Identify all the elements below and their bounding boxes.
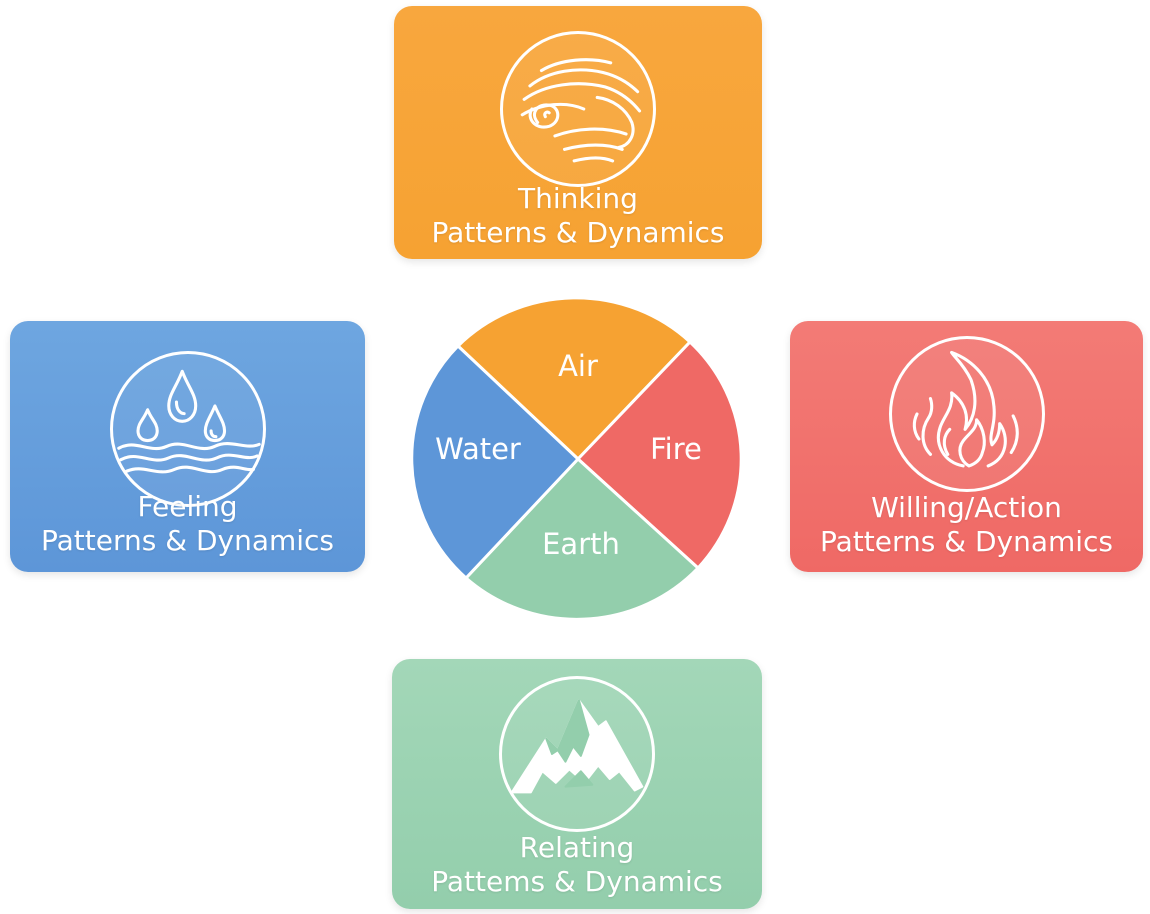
mountain-icon [499, 676, 655, 832]
water-label: Water [435, 432, 521, 466]
fire-segment [575, 339, 743, 571]
willing-card: Willing/Action Patterns & Dynamics [790, 321, 1143, 572]
fire-label: Fire [650, 432, 702, 466]
thinking-caption: Thinking Patterns & Dynamics [394, 182, 762, 250]
wind-swirl-icon [500, 31, 656, 187]
relating-subtitle: Pattems & Dynamics [431, 865, 723, 898]
elements-wheel: Air Fire Earth Water [410, 296, 743, 621]
earth-segment [463, 456, 701, 621]
willing-title: Willing/Action [871, 491, 1062, 524]
earth-label: Earth [542, 527, 620, 561]
feeling-subtitle: Patterns & Dynamics [40, 524, 335, 557]
water-drops-icon [109, 351, 266, 507]
willing-subtitle: Patterns & Dynamics [819, 525, 1114, 558]
feeling-caption: Feeling Patterns & Dynamics [10, 490, 365, 558]
thinking-title: Thinking [518, 182, 638, 215]
relating-card: Relating Pattems & Dynamics [392, 659, 762, 909]
relating-caption: Relating Pattems & Dynamics [392, 831, 762, 899]
thinking-card: Thinking Patterns & Dynamics [394, 6, 762, 259]
relating-title: Relating [519, 831, 635, 864]
willing-caption: Willing/Action Patterns & Dynamics [790, 491, 1143, 559]
water-segment [410, 343, 581, 581]
air-label: Air [558, 349, 598, 383]
feeling-card: Feeling Patterns & Dynamics [10, 321, 365, 572]
air-segment [455, 296, 693, 462]
feeling-title: Feeling [137, 490, 238, 523]
flame-icon [888, 336, 1045, 492]
thinking-subtitle: Patterns & Dynamics [431, 216, 725, 249]
